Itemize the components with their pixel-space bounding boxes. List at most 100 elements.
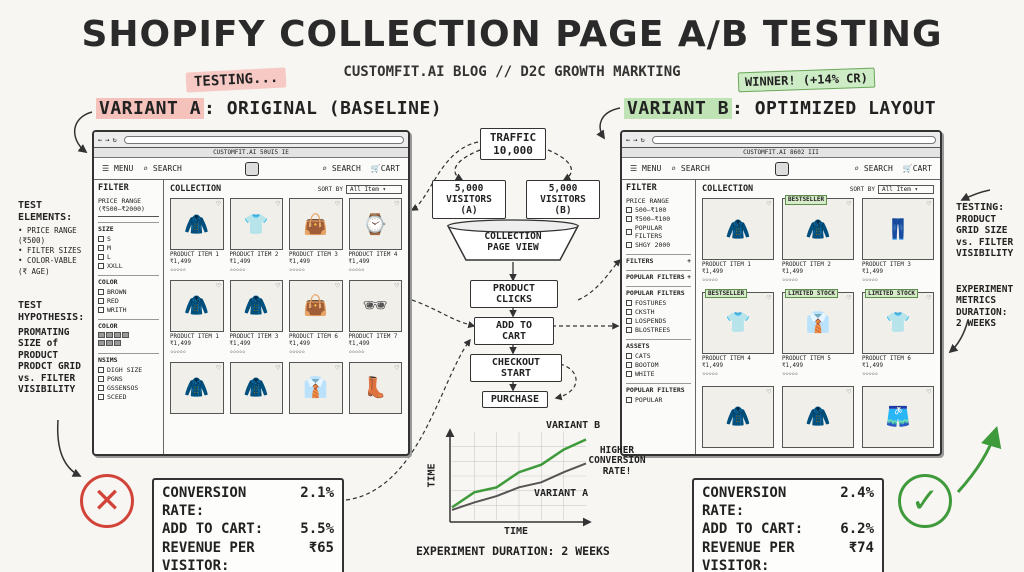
size-option[interactable]: L [98,253,159,261]
heart-icon[interactable]: ♡ [394,281,399,290]
popular-option[interactable]: POPULAR [626,396,691,404]
product-card[interactable]: LIMITED STOCK♡👔PRODUCT ITEM 5₹1,499☆☆☆☆☆ [782,288,854,378]
color-option[interactable]: RED [98,297,159,305]
heart-icon[interactable]: ♡ [766,387,771,396]
heart-icon[interactable]: ♡ [216,281,221,290]
checkbox[interactable] [98,254,104,260]
product-image[interactable]: ♡🩳 [862,385,934,448]
product-image[interactable]: LIMITED STOCK♡👕 [862,288,934,354]
product-card[interactable]: BESTSELLER♡👕PRODUCT ITEM 4₹1,499☆☆☆☆☆ [702,288,774,378]
product-image[interactable]: ♡👕 [229,198,283,250]
swatch[interactable] [114,332,121,338]
price-slider[interactable] [98,216,159,217]
product-card[interactable]: ♡🧥PRODUCT ITEM 3₹1,499☆☆☆☆☆ [229,279,283,356]
heart-icon[interactable]: ♡ [216,363,221,372]
checkbox[interactable] [98,236,104,242]
checkbox[interactable] [98,289,104,295]
shopify-logo-icon[interactable] [245,161,260,176]
heart-icon[interactable]: ♡ [394,363,399,372]
color-option[interactable]: BROWN [98,288,159,296]
more-option[interactable]: SCEED [98,393,159,401]
swatch[interactable] [106,340,113,346]
swatch[interactable] [114,340,121,346]
product-card[interactable]: ♡👜PRODUCT ITEM 6₹1,499☆☆☆☆☆ [289,279,343,356]
size-option[interactable]: S [98,235,159,243]
checkbox[interactable] [98,367,104,373]
product-image[interactable]: ♡🧥 [170,361,224,414]
product-image[interactable]: ♡🧥 [782,385,854,448]
product-card[interactable]: ♡👔 [289,361,343,416]
checkbox[interactable] [626,371,632,377]
menu-button[interactable]: ☰ MENU [102,164,134,173]
product-image[interactable]: ♡👔 [289,361,343,414]
heart-icon[interactable]: ♡ [926,200,931,208]
product-image[interactable]: ♡👖 [862,198,934,260]
heart-icon[interactable]: ♡ [926,387,931,396]
forward-icon[interactable]: → [633,135,638,144]
product-image[interactable]: ♡👜 [289,279,343,332]
product-card[interactable]: ♡👖PRODUCT ITEM 3₹1,499☆☆☆☆☆ [862,198,934,284]
heart-icon[interactable]: ♡ [335,200,340,208]
search-button-2[interactable]: ⌕ SEARCH [322,164,361,173]
price-option[interactable]: SHGY 2000 [626,241,691,249]
product-card[interactable]: ♡🧥PRODUCT ITEM 1₹1,499☆☆☆☆☆ [702,198,774,284]
checkbox[interactable] [98,298,104,304]
checkbox[interactable] [626,318,632,324]
asset-option[interactable]: BOOTOM [626,361,691,369]
checkbox[interactable] [626,229,632,235]
price-option[interactable]: POPULAR FILTERS [626,224,691,240]
heart-icon[interactable]: ♡ [275,363,280,372]
cart-button[interactable]: 🛒CART [371,164,400,173]
sort-select[interactable]: All Item ▾ [878,184,934,194]
product-card[interactable]: ♡👕PRODUCT ITEM 2₹1,499☆☆☆☆☆ [229,198,283,274]
product-image[interactable]: LIMITED STOCK♡👔 [782,288,854,354]
product-card[interactable]: ♡🧥 [229,361,283,416]
product-image[interactable]: ♡🧥 [170,279,224,332]
price-option[interactable]: 500–₹100 [626,206,691,214]
color-option[interactable]: WRITH [98,306,159,314]
heart-icon[interactable]: ♡ [766,200,771,208]
popular-option[interactable]: BLOSTREES [626,326,691,334]
back-icon[interactable]: ← [98,135,103,144]
product-image[interactable]: ♡🧥 [702,385,774,448]
checkbox[interactable] [98,307,104,313]
checkbox[interactable] [98,385,104,391]
product-card[interactable]: ♡🧥 [170,361,224,416]
heart-icon[interactable]: ♡ [394,200,399,208]
product-card[interactable]: ♡👢 [348,361,402,416]
address-bar[interactable] [123,135,404,144]
product-card[interactable]: ♡⌚PRODUCT ITEM 4₹1,499☆☆☆☆☆ [348,198,402,274]
size-option[interactable]: M [98,244,159,252]
checkbox[interactable] [98,245,104,251]
popular-option[interactable]: LOSPENDS [626,317,691,325]
product-image[interactable]: BESTSELLER♡🧥 [782,195,854,260]
price-option[interactable]: ₹500–₹100 [626,215,691,223]
heart-icon[interactable]: ♡ [846,387,851,396]
reload-icon[interactable]: ↻ [640,135,645,144]
checkbox[interactable] [626,242,632,248]
checkbox[interactable] [98,376,104,382]
checkbox[interactable] [626,216,632,222]
reload-icon[interactable]: ↻ [112,135,117,144]
heart-icon[interactable]: ♡ [846,200,851,208]
checkbox[interactable] [626,327,632,333]
product-image[interactable]: ♡⌚ [348,198,402,250]
search-button-2[interactable]: ⌕ SEARCH [854,164,893,173]
product-image[interactable]: ♡👜 [289,198,343,250]
product-card[interactable]: ♡🧥 [782,385,854,450]
checkbox[interactable] [626,397,632,403]
product-image[interactable]: ♡🧥 [702,198,774,260]
heart-icon[interactable]: ♡ [846,293,851,302]
product-card[interactable]: LIMITED STOCK♡👕PRODUCT ITEM 6₹1,499☆☆☆☆☆ [862,288,934,378]
product-card[interactable]: BESTSELLER♡🧥PRODUCT ITEM 2₹1,499☆☆☆☆☆ [782,195,854,284]
heart-icon[interactable]: ♡ [766,293,771,302]
popular-option[interactable]: CKSTH [626,308,691,316]
swatch[interactable] [98,340,105,346]
heart-icon[interactable]: ♡ [275,281,280,290]
checkbox[interactable] [626,309,632,315]
product-image[interactable]: ♡👢 [348,361,402,414]
checkbox[interactable] [626,353,632,359]
product-card[interactable]: ♡🕶PRODUCT ITEM 7₹1,499☆☆☆☆☆ [348,279,402,356]
more-option[interactable]: PGNS [98,375,159,383]
product-image[interactable]: ♡🧥 [229,361,283,414]
